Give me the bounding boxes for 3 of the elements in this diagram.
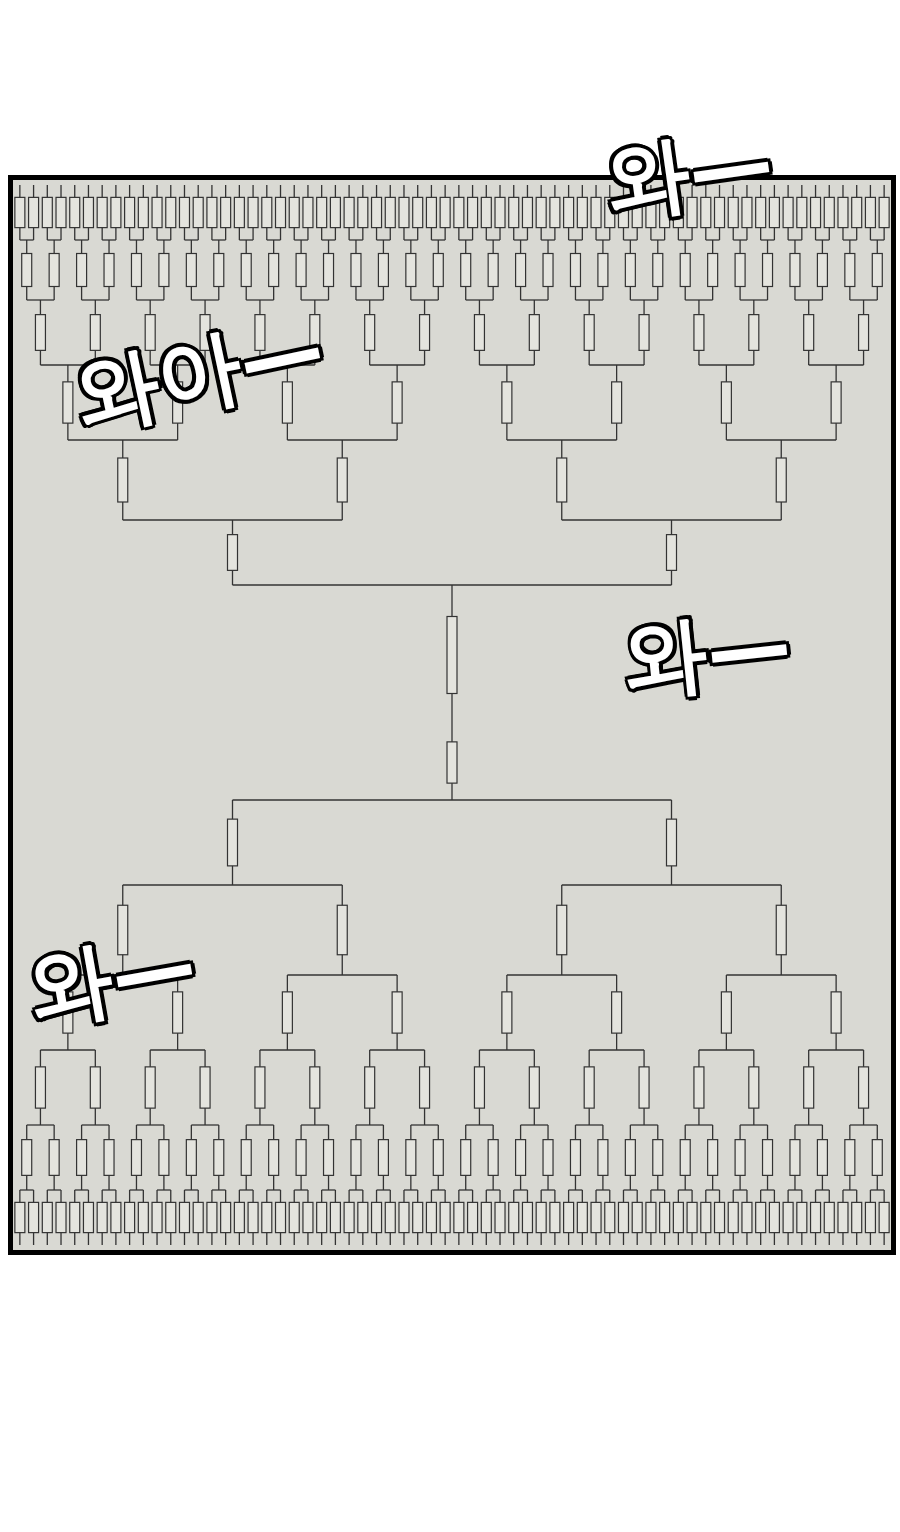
sound-effect-text: 와아— [67,304,331,440]
sound-effect-text: 와— [619,601,795,703]
sound-effect-text: 와— [22,921,202,1033]
